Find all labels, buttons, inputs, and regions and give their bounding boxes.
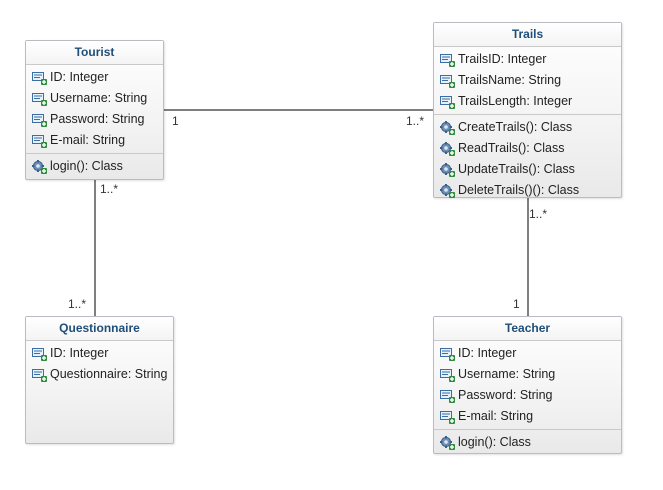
attribute-icon [440, 74, 455, 88]
attribute-icon [440, 53, 455, 67]
attribute-label: E-mail: String [50, 133, 126, 147]
attribute-label: ID: Integer [50, 346, 109, 360]
class-title: Trails [434, 23, 621, 47]
attribute-icon [32, 134, 47, 148]
operation-label: DeleteTrails()(): Class [458, 183, 580, 197]
operation-icon [32, 159, 47, 174]
attribute-label: Questionnaire: String [50, 367, 168, 381]
class-title: Questionnaire [26, 317, 173, 341]
attribute-label: ID: Integer [50, 70, 109, 84]
attribute-icon [440, 95, 455, 109]
attribute-label: TrailsName: String [458, 73, 562, 87]
attribute-row[interactable]: TrailsLength: Integer [434, 91, 621, 112]
attribute-icon [32, 71, 47, 85]
operation-icon [440, 120, 455, 135]
attribute-row[interactable]: E-mail: String [26, 130, 163, 151]
attribute-label: ID: Integer [458, 346, 517, 360]
operation-label: CreateTrails(): Class [458, 120, 573, 134]
class-title: Teacher [434, 317, 621, 341]
attribute-row[interactable]: TrailsID: Integer [434, 49, 621, 70]
operation-icon [440, 141, 455, 156]
operations-section: login(): Class [434, 430, 621, 455]
attribute-label: Password: String [50, 112, 145, 126]
attribute-icon [440, 410, 455, 424]
attribute-row[interactable]: Questionnaire: String [26, 364, 173, 385]
operation-label: login(): Class [458, 435, 531, 449]
operation-icon [440, 183, 455, 198]
operation-label: ReadTrails(): Class [458, 141, 565, 155]
attribute-row[interactable]: Username: String [434, 364, 621, 385]
attribute-icon [440, 347, 455, 361]
operation-row[interactable]: UpdateTrails(): Class [434, 159, 621, 180]
multiplicity-teacher-top: 1 [513, 297, 520, 311]
attribute-label: Password: String [458, 388, 553, 402]
attribute-icon [440, 389, 455, 403]
attribute-row[interactable]: Username: String [26, 88, 163, 109]
attribute-icon [440, 368, 455, 382]
attribute-icon [32, 368, 47, 382]
operation-label: UpdateTrails(): Class [458, 162, 575, 176]
attribute-row[interactable]: ID: Integer [434, 343, 621, 364]
attribute-row[interactable]: ID: Integer [26, 343, 173, 364]
attribute-row[interactable]: ID: Integer [26, 67, 163, 88]
multiplicity-trails-bottom: 1..* [529, 207, 548, 221]
attribute-label: E-mail: String [458, 409, 534, 423]
attribute-row[interactable]: TrailsName: String [434, 70, 621, 91]
multiplicity-trails-end: 1..* [406, 114, 425, 128]
class-title: Tourist [26, 41, 163, 65]
multiplicity-tourist-bottom: 1..* [100, 182, 119, 196]
attribute-label: TrailsID: Integer [458, 52, 547, 66]
operation-label: login(): Class [50, 159, 123, 173]
operation-icon [440, 162, 455, 177]
attribute-label: Username: String [458, 367, 556, 381]
attribute-icon [32, 92, 47, 106]
attribute-row[interactable]: Password: String [434, 385, 621, 406]
operations-section: login(): Class [26, 154, 163, 179]
attribute-row[interactable]: E-mail: String [434, 406, 621, 427]
operation-row[interactable]: ReadTrails(): Class [434, 138, 621, 159]
attribute-icon [32, 347, 47, 361]
operation-row[interactable]: login(): Class [434, 432, 621, 453]
operation-row[interactable]: CreateTrails(): Class [434, 117, 621, 138]
attribute-label: Username: String [50, 91, 148, 105]
attribute-label: TrailsLength: Integer [458, 94, 573, 108]
operation-row[interactable]: login(): Class [26, 156, 163, 177]
multiplicity-questionnaire-top: 1..* [68, 297, 87, 311]
operation-icon [440, 435, 455, 450]
operation-row[interactable]: DeleteTrails()(): Class [434, 180, 621, 201]
multiplicity-tourist-end: 1 [172, 114, 179, 128]
attribute-row[interactable]: Password: String [26, 109, 163, 130]
attribute-icon [32, 113, 47, 127]
